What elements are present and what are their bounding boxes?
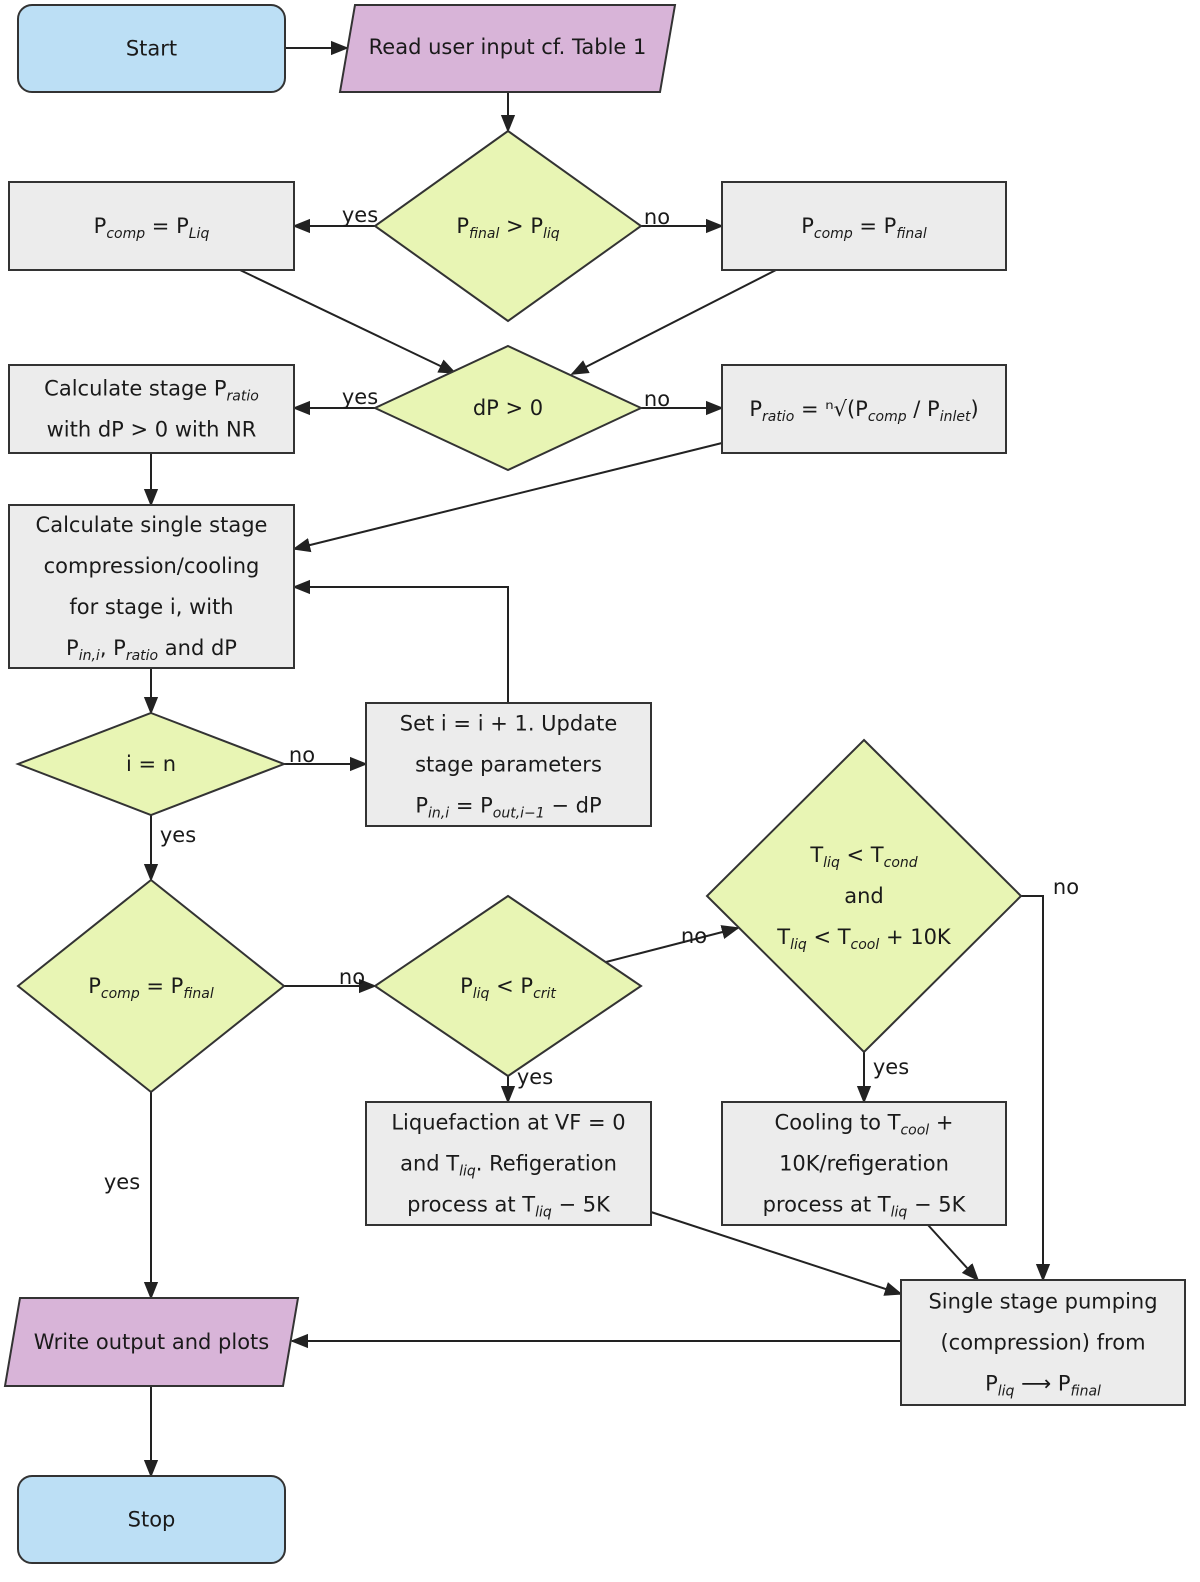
process-shape [900, 1279, 1186, 1406]
edge-label-d2-r3: yes [342, 385, 378, 409]
process-shape [721, 181, 1007, 271]
decision-dp-gt-0: dP > 0 [372, 344, 644, 472]
read-text-line: Read user input cf. Table 1 [369, 35, 647, 59]
r6-text-line: Pin,i​ = Pout,i−1​ − dP [415, 794, 601, 822]
update-stage-box: Set i = i + 1. Update stage parametersPin… [365, 702, 652, 827]
io-shape [3, 1297, 300, 1387]
r6-text-line: stage parameters [415, 753, 602, 777]
arrow-d6-to-r9 [1021, 895, 1051, 1282]
process-shape [721, 364, 1007, 454]
decision-shape [15, 711, 287, 817]
decision-shape [705, 738, 1023, 1054]
r9-text-line: Pliq​ ⟶ Pfinal​ [985, 1372, 1101, 1400]
process-shape [721, 1101, 1007, 1226]
r8-text-line: Cooling to Tcool​ + [775, 1111, 954, 1139]
r3-text-line: with dP > 0 with NR [47, 418, 257, 442]
edge-label-d5-r7: yes [517, 1065, 553, 1089]
stop-terminal: Stop [17, 1475, 286, 1564]
edge-label-d6-r8: yes [873, 1055, 909, 1079]
decision-pfinal-gt-pliq: Pfinal​ > Pliq​ [373, 129, 643, 323]
r2-text-line: Pcomp​ = Pfinal​ [801, 214, 927, 242]
edges [143, 40, 1051, 1478]
r6-text-line: Set i = i + 1. Update [400, 712, 618, 736]
terminal-shape [17, 1475, 286, 1564]
pratio-formula-box: Pratio​ = ⁿ√(Pcomp​ / Pinlet​) [721, 364, 1007, 454]
pcomp-eq-pliq-box: Pcomp​ = PLiq​ [8, 181, 295, 271]
r5-text-line: Pin,i​, Pratio​ and dP [66, 636, 237, 664]
io-shape [338, 4, 677, 93]
edge-label-d3-d4: yes [160, 823, 196, 847]
read-input-step: Read user input cf. Table 1 [338, 4, 677, 93]
arrow-r4-to-r5 [292, 442, 723, 553]
process-shape [8, 364, 295, 454]
edge-label-d1-r1: yes [342, 203, 378, 227]
edge-label-d2-r4: no [644, 387, 670, 411]
process-shape [8, 181, 295, 271]
arrow-r8-to-r9 [927, 1224, 980, 1282]
process-shape [365, 1101, 652, 1226]
pcomp-eq-pfinal-box: Pcomp​ = Pfinal​ [721, 181, 1007, 271]
r5-text-line: Calculate single stage [36, 513, 268, 537]
arrow-r1-to-d2 [239, 269, 457, 374]
d1-text-line: Pfinal​ > Pliq​ [456, 214, 559, 242]
arrow-r2-to-d2 [570, 269, 777, 375]
arrow-d5-to-d6 [605, 925, 740, 963]
r8-text-line: 10K/refigeration [779, 1152, 949, 1176]
arrow-r6-to-r5 [292, 579, 509, 703]
liquefaction-box: Liquefaction at VF = 0 and Tliq​. Refiger… [365, 1101, 652, 1226]
decision-pliq-lt-pcrit: Pliq​ < Pcrit​ [373, 894, 643, 1078]
edge-label-d5-d6: no [681, 924, 707, 948]
start-terminal: Start [17, 4, 286, 93]
start-text-line: Start [126, 37, 177, 61]
r3-text-line: Calculate stage Pratio​ [44, 377, 259, 405]
stop-text-line: Stop [128, 1508, 176, 1532]
r5-text-line: compression/cooling [44, 554, 260, 578]
decision-shape [16, 878, 286, 1094]
d3-text-line: i = n [126, 752, 176, 776]
edge-labels: yes no yes no no yes no yes no yes yes no [104, 203, 1079, 1194]
r5-text-line: for stage i, with [69, 595, 233, 619]
edge-label-d4-d5: no [339, 965, 365, 989]
r4-text-line: Pratio​ = ⁿ√(Pcomp​ / Pinlet​) [749, 397, 978, 425]
arrow-r7-to-r9 [650, 1211, 903, 1296]
process-shape [365, 702, 652, 827]
r1-text-line: Pcomp​ = PLiq​ [94, 214, 210, 242]
edge-label-d1-r2: no [644, 205, 670, 229]
d6-text-line: Tliq​ < Tcool​ + 10K [776, 925, 952, 953]
r7-text-line: process at Tliq​ − 5K [407, 1193, 611, 1221]
out-text-line: Write output and plots [34, 1330, 269, 1354]
decision-pcomp-eq-pfinal: Pcomp​ = Pfinal​ [16, 878, 286, 1094]
calc-single-stage-box: Calculate single stage compression/coolin… [8, 504, 295, 669]
d6-text-line: Tliq​ < Tcond​ [809, 843, 917, 871]
write-output-step: Write output and plots [3, 1297, 300, 1387]
process-shape [8, 504, 295, 669]
r7-text-line: Liquefaction at VF = 0 [391, 1111, 625, 1135]
terminal-shape [17, 4, 286, 93]
single-stage-pumping-box: Single stage pumping (compression) fromPl… [900, 1279, 1186, 1406]
r9-text-line: Single stage pumping [928, 1290, 1157, 1314]
edge-label-d3-r6: no [289, 743, 315, 767]
cooling-box: Cooling to Tcool​ + 10K/refigeration proce… [721, 1101, 1007, 1226]
d5-text-line: Pliq​ < Pcrit​ [460, 974, 556, 1002]
r7-text-line: and Tliq​. Refigeration [400, 1152, 617, 1180]
d2-text-line: dP > 0 [473, 396, 543, 420]
r8-text-line: process at Tliq​ − 5K [763, 1193, 967, 1221]
edge-label-d6-r9: no [1053, 875, 1079, 899]
decision-shape [373, 129, 643, 323]
d4-text-line: Pcomp​ = Pfinal​ [88, 974, 214, 1002]
edge-label-d4-out: yes [104, 1170, 140, 1194]
decision-shape [372, 344, 644, 472]
decision-shape [373, 894, 643, 1078]
d6-text-line: and [844, 884, 884, 908]
r9-text-line: (compression) from [940, 1331, 1145, 1355]
decision-i-eq-n: i = n [15, 711, 287, 817]
calc-stage-pratio-box: Calculate stage Pratio​ with dP > 0 with … [8, 364, 295, 454]
nodes: Start Read user input cf. Table 1 Pfinal​ … [3, 4, 1186, 1564]
